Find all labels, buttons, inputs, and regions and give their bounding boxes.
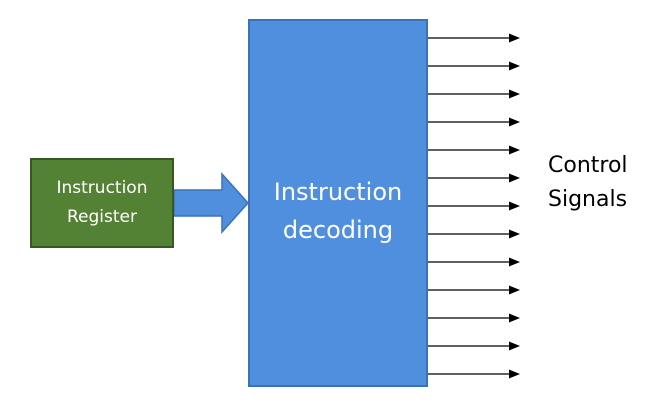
instruction-decoding-box: Instruction decoding bbox=[248, 19, 428, 387]
decoder-label-line-1: Instruction bbox=[273, 178, 403, 206]
decoder-label: Instruction decoding bbox=[250, 173, 426, 249]
control-label-line-2: Signals bbox=[548, 187, 628, 212]
control-label-line-1: Control bbox=[548, 153, 628, 178]
control-signal-arrowhead bbox=[509, 229, 520, 239]
control-signal-arrows bbox=[428, 33, 520, 379]
control-signal-arrowhead bbox=[509, 201, 520, 211]
control-signal-arrowhead bbox=[509, 369, 520, 379]
control-signal-arrowhead bbox=[509, 33, 520, 43]
control-signal-arrowhead bbox=[509, 145, 520, 155]
control-signal-arrowhead bbox=[509, 61, 520, 71]
control-signal-arrowhead bbox=[509, 173, 520, 183]
control-signal-arrowhead bbox=[509, 285, 520, 295]
decoder-label-line-2: decoding bbox=[282, 216, 394, 244]
control-signal-arrowhead bbox=[509, 313, 520, 323]
register-label-line-2: Register bbox=[67, 207, 137, 227]
register-to-decoder-arrow bbox=[173, 172, 250, 234]
register-label-line-1: Instruction bbox=[56, 178, 148, 198]
instruction-register-box: Instruction Register bbox=[30, 158, 174, 248]
control-signal-arrowhead bbox=[509, 257, 520, 267]
control-signal-arrowhead bbox=[509, 89, 520, 99]
control-signal-arrowhead bbox=[509, 341, 520, 351]
control-signal-arrowhead bbox=[509, 117, 520, 127]
control-signals-label: Control Signals bbox=[548, 149, 628, 217]
